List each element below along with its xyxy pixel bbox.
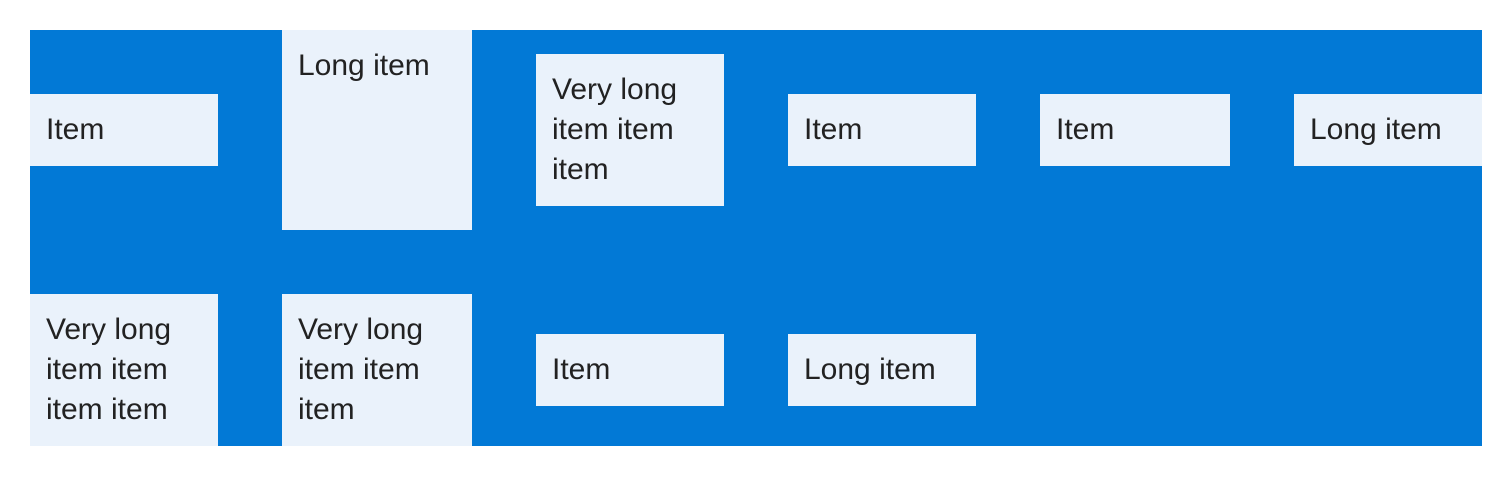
flex-item-8: Very long item item item [282, 294, 472, 446]
flex-item-7: Very long item item item item [30, 294, 218, 446]
flex-item-10: Long item [788, 334, 976, 406]
flex-item-9: Item [536, 334, 724, 406]
flex-item-2: Long item [282, 30, 472, 230]
flex-container: Item Long item Very long item item item … [30, 30, 1482, 446]
flex-item-1: Item [30, 94, 218, 166]
flex-item-6: Long item [1294, 94, 1482, 166]
flex-item-4: Item [788, 94, 976, 166]
flex-item-3: Very long item item item [536, 54, 724, 206]
flex-item-5: Item [1040, 94, 1230, 166]
